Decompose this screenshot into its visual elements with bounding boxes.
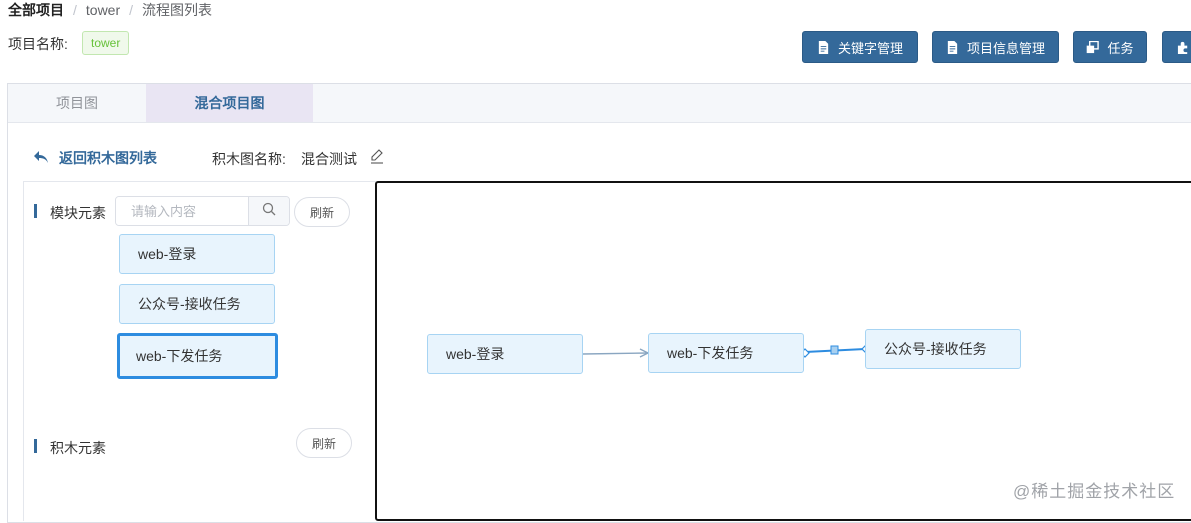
watermark: @稀土掘金技术社区 [1013, 482, 1176, 501]
reply-arrow-icon [33, 150, 49, 167]
breadcrumb: 全部项目 / tower / 流程图列表 [8, 0, 212, 20]
section-marker [34, 439, 37, 453]
edge-login-to-dispatch[interactable] [582, 348, 650, 358]
canvas-node-web-dispatch-task[interactable]: web-下发任务 [648, 333, 804, 373]
search-button[interactable] [248, 197, 289, 225]
edge-handle-mid[interactable] [830, 345, 839, 355]
module-refresh-button[interactable]: 刷新 [294, 197, 350, 227]
back-to-list-link[interactable]: 返回积木图列表 [33, 148, 157, 168]
keyword-management-label: 关键字管理 [837, 40, 903, 56]
element-sidebar [23, 181, 376, 521]
project-name-tag: tower [82, 31, 130, 55]
module-search-input[interactable] [116, 197, 248, 225]
plugin-button[interactable] [1162, 31, 1191, 63]
tab-mixed-project-diagram[interactable]: 混合项目图 [146, 84, 313, 122]
section-marker [34, 204, 37, 218]
canvas-node-wechat-receive-task[interactable]: 公众号-接收任务 [865, 329, 1021, 369]
project-info-label: 项目信息管理 [966, 40, 1045, 56]
diagram-name-label: 积木图名称: [212, 151, 286, 167]
document-icon [817, 40, 830, 54]
breadcrumb-separator: / [73, 2, 77, 18]
document-icon [946, 40, 959, 54]
back-to-list-label: 返回积木图列表 [59, 150, 157, 166]
module-search [115, 196, 290, 226]
breadcrumb-current: 流程图列表 [142, 2, 213, 18]
tab-project-diagram[interactable]: 项目图 [56, 95, 98, 111]
puzzle-icon [1177, 41, 1190, 54]
module-item-wechat-receive-task[interactable]: 公众号-接收任务 [119, 284, 275, 324]
copy-icon [1086, 40, 1100, 54]
breadcrumb-root[interactable]: 全部项目 [8, 2, 64, 18]
edit-icon[interactable] [370, 149, 384, 165]
block-elements-title: 积木元素 [50, 440, 106, 456]
project-info-button[interactable]: 项目信息管理 [932, 31, 1059, 63]
breadcrumb-project[interactable]: tower [85, 2, 121, 18]
task-button[interactable]: 任务 [1073, 31, 1147, 63]
diagram-name-value: 混合测试 [301, 151, 357, 167]
breadcrumb-separator: / [129, 2, 134, 18]
canvas-node-web-login[interactable]: web-登录 [427, 334, 583, 374]
task-label: 任务 [1107, 40, 1134, 56]
module-elements-title: 模块元素 [50, 205, 106, 221]
edge-dispatch-to-receive[interactable] [800, 344, 871, 358]
keyword-management-button[interactable]: 关键字管理 [802, 31, 918, 63]
search-icon [262, 202, 276, 221]
module-item-web-login[interactable]: web-登录 [119, 234, 275, 274]
module-item-web-dispatch-task[interactable]: web-下发任务 [117, 333, 278, 379]
project-name-label: 项目名称: [8, 36, 68, 52]
block-refresh-button[interactable]: 刷新 [296, 428, 352, 458]
